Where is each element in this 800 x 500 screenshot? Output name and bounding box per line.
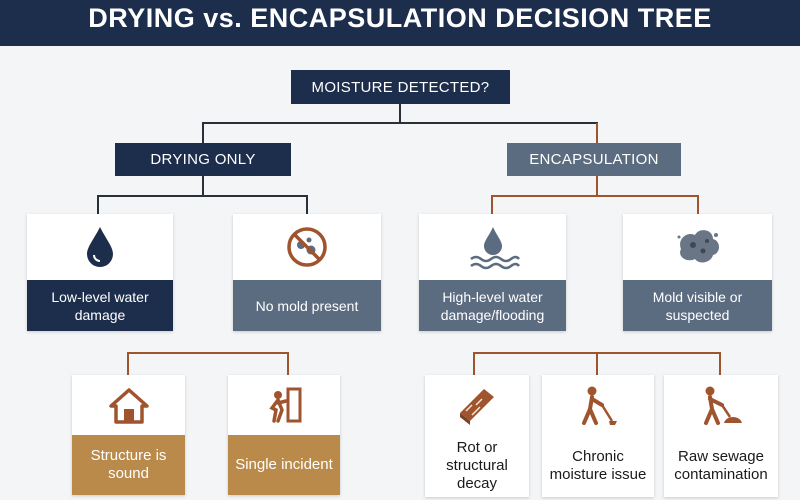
condition-label: Mold visible or suspected <box>623 280 772 331</box>
left-connector <box>97 195 308 214</box>
worker-shovel-icon <box>542 375 654 435</box>
mold-icon <box>623 214 772 280</box>
condition-label: Low-level water damage <box>27 280 173 331</box>
no-mold-icon <box>233 214 381 280</box>
outcome-label: Structure is sound <box>72 435 185 495</box>
condition-label: High-level water damage/flooding <box>419 280 566 331</box>
branch-encapsulation: ENCAPSULATION <box>507 143 681 176</box>
rotten-wood-icon <box>425 375 529 435</box>
outcome-label: Raw sewage contamination <box>664 435 778 497</box>
condition-card-low-level: Low-level water damage <box>27 214 173 331</box>
condition-card-mold-visible: Mold visible or suspected <box>623 214 772 331</box>
left-outcome-connector <box>127 352 289 375</box>
root-connector <box>202 122 598 143</box>
house-icon <box>72 375 185 435</box>
condition-label: No mold present <box>233 280 381 331</box>
branch-drying-only: DRYING ONLY <box>115 143 291 176</box>
root-node: MOISTURE DETECTED? <box>291 70 510 104</box>
outcome-label: Single incident <box>228 435 340 495</box>
worker-sewage-icon <box>664 375 778 435</box>
flood-icon <box>419 214 566 280</box>
outcome-card-single-incident: Single incident <box>228 375 340 495</box>
outcome-card-rot-decay: Rot or structural decay <box>425 375 529 497</box>
outcome-card-chronic-moisture: Chronic moisture issue <box>542 375 654 497</box>
right-connector <box>491 195 699 214</box>
condition-card-no-mold: No mold present <box>233 214 381 331</box>
outcome-label: Chronic moisture issue <box>542 435 654 497</box>
page-title: DRYING vs. ENCAPSULATION DECISION TREE <box>0 0 800 46</box>
outcome-label: Rot or structural decay <box>425 435 529 497</box>
water-drop-icon <box>27 214 173 280</box>
person-door-icon <box>228 375 340 435</box>
condition-card-high-level: High-level water damage/flooding <box>419 214 566 331</box>
outcome-card-structure-sound: Structure is sound <box>72 375 185 495</box>
outcome-card-raw-sewage: Raw sewage contamination <box>664 375 778 497</box>
